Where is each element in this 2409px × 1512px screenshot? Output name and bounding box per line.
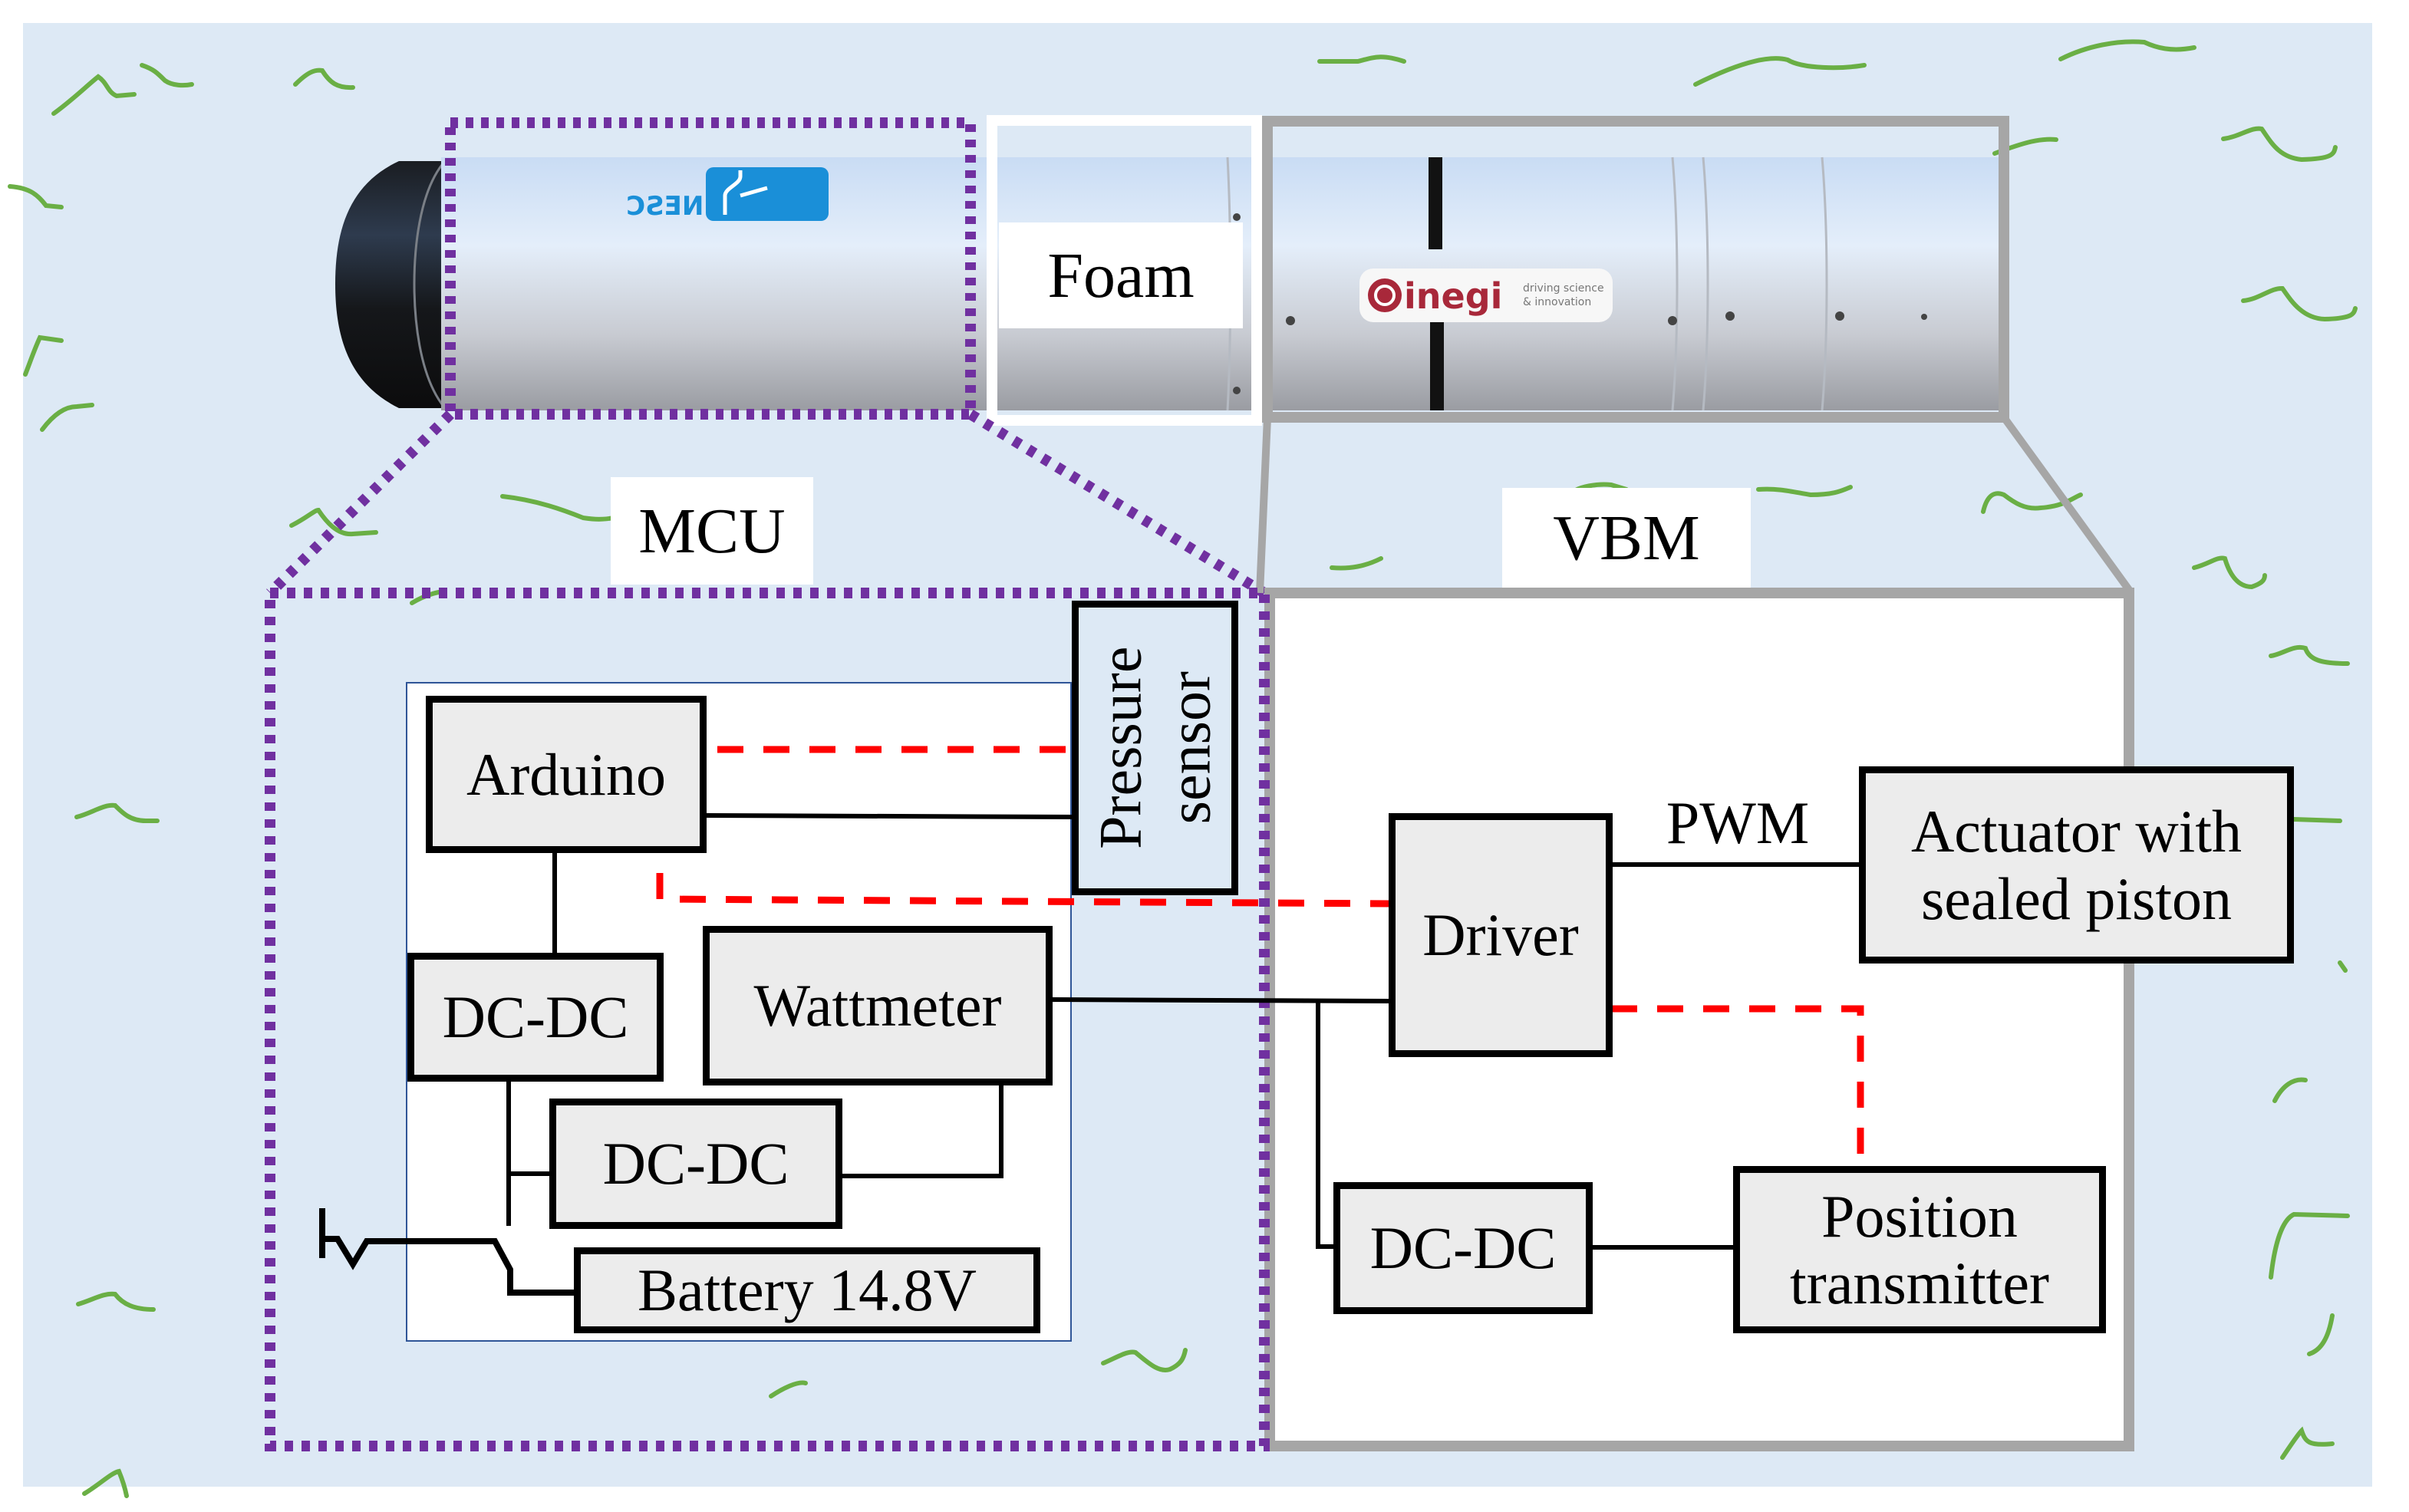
vbm-title: VBM (1502, 488, 1751, 588)
wattmeter-block: Wattmeter (703, 926, 1053, 1085)
mcu-module-box (265, 588, 1270, 1451)
seaweed-stroke (2280, 1426, 2335, 1460)
dcdc-block-mcu-2: DC-DC (549, 1099, 842, 1229)
seaweed-stroke (2058, 39, 2196, 61)
nose-cone-rim (413, 160, 447, 409)
mcu-projection-line (967, 410, 1267, 598)
signal-wires (656, 746, 1864, 1168)
dcdc-block-vbm: DC-DC (1333, 1182, 1593, 1314)
inegi-tagline: driving science (1523, 282, 1604, 295)
seaweed-stroke (140, 63, 194, 88)
foam-label: Foam (999, 222, 1243, 328)
seaweed-stroke (23, 334, 64, 377)
seaweed-stroke (1330, 556, 1383, 571)
seaweed-stroke (2241, 286, 2358, 322)
foam-section-frame (987, 115, 1262, 426)
pressure-sensor-label-line2: sensor (1155, 671, 1223, 825)
position-transmitter-label-line1: Position (1821, 1182, 2018, 1250)
hull-band (1429, 157, 1442, 249)
pressure-sensor-block: Pressure sensor (1072, 601, 1238, 895)
dcdc-block-mcu-1: DC-DC (407, 953, 664, 1082)
position-transmitter-block: Position transmitter (1733, 1166, 2106, 1333)
inegi-logo: inegi driving science & innovation (1359, 268, 1613, 322)
switch-symbol (322, 1236, 575, 1296)
wire-arduino-pressure (705, 813, 1073, 819)
seaweed-stroke (51, 74, 137, 116)
seaweed-stroke (2272, 1077, 2308, 1103)
actuator-label-line1: Actuator with (1910, 798, 2243, 865)
seaweed-stroke (82, 1468, 129, 1498)
seaweed-stroke (1317, 54, 1406, 64)
mcu-title: MCU (611, 477, 813, 585)
vbm-projection-line (2000, 415, 2135, 595)
inesc-logo: INESC (626, 167, 829, 222)
seaweed-stroke (2192, 555, 2267, 590)
seaweed-stroke (8, 184, 64, 209)
seaweed-stroke (2269, 644, 2350, 666)
seaweed-stroke (74, 802, 160, 823)
seaweed-stroke (1693, 56, 1867, 87)
seaweed-stroke (76, 1291, 156, 1312)
vbm-section-outline (1262, 116, 2009, 423)
seaweed-stroke (2338, 960, 2348, 973)
pwm-label: PWM (1666, 789, 1810, 856)
seaweed-stroke (40, 403, 94, 432)
vbm-projection-line (1256, 417, 1271, 594)
seaweed-stroke (769, 1380, 808, 1398)
seaweed-stroke (1756, 485, 1853, 498)
position-transmitter-label-line2: transmitter (1790, 1250, 2049, 1316)
wire-wattmeter-driver (1050, 997, 1389, 1003)
mcu-section-outline (445, 117, 976, 420)
seaweed-stroke (2307, 1313, 2335, 1356)
wire-to-vbm-dcdc (1316, 1000, 1335, 1249)
actuator-block: Actuator with sealed piston (1859, 766, 2294, 964)
seaweed-stroke (1101, 1348, 1188, 1372)
signal-driver-position (1611, 1005, 1864, 1168)
driver-block: Driver (1389, 813, 1613, 1057)
power-wires (319, 813, 1860, 1296)
pressure-sensor-label-line1: Pressure (1086, 646, 1154, 850)
inegi-tagline: & innovation (1523, 296, 1591, 308)
inesc-logo-text: INESC (626, 191, 713, 222)
seaweed-stroke (289, 507, 378, 537)
actuator-label-line2: sealed piston (1920, 865, 2233, 932)
arduino-block: Arduino (426, 696, 707, 853)
seaweed-stroke (2221, 126, 2338, 163)
seaweed-decoration (8, 39, 2358, 1498)
seaweed-stroke (293, 68, 355, 91)
inegi-logo-text: inegi (1404, 275, 1502, 317)
hull-band (1430, 318, 1444, 410)
nose-cone (335, 161, 445, 408)
signal-arduino-driver (656, 873, 1389, 908)
wire-dcdc2-wattmeter (842, 1084, 1003, 1178)
battery-block: Battery 14.8V (574, 1247, 1040, 1333)
seaweed-stroke (2269, 1211, 2350, 1280)
